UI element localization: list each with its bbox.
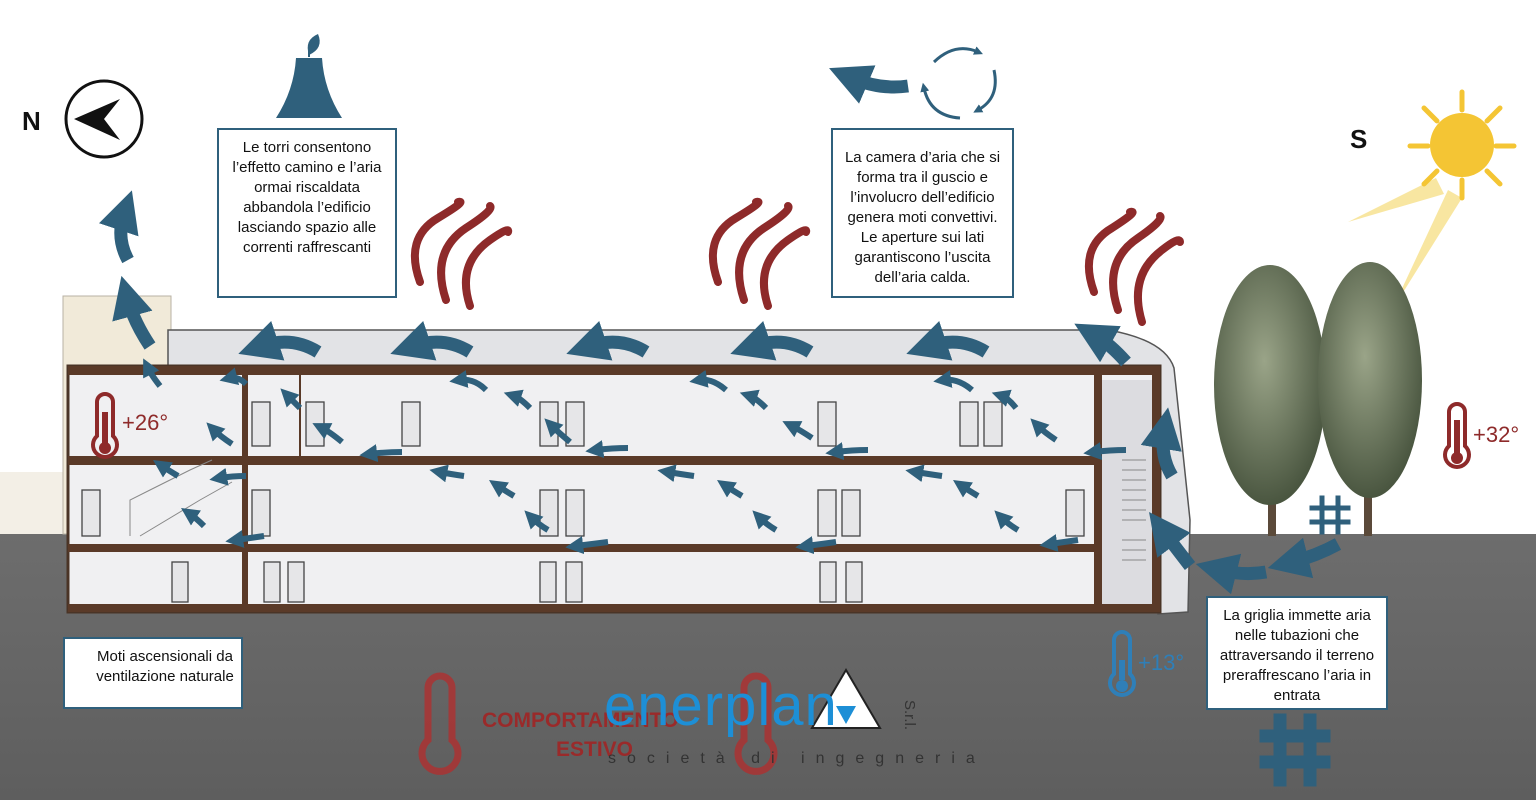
logo-wordmark: enerplan: [604, 673, 838, 738]
heat-wave-icon: [410, 197, 1184, 326]
legend-caption: Moti ascensionali da ventilazione natura…: [63, 637, 243, 709]
cycle-arrows-icon: [920, 46, 997, 120]
thermometer-icon: [91, 392, 119, 459]
ground-temperature: +13°: [1138, 650, 1185, 675]
grille-caption: La griglia immette aria nelle tubazioni …: [1206, 596, 1388, 710]
south-label: S: [1350, 124, 1368, 154]
compass-icon: [64, 79, 144, 159]
outside-temperature: +32°: [1473, 422, 1520, 447]
logo-suffix: S.r.l.: [901, 700, 918, 731]
logo-triangle-icon: [810, 668, 882, 729]
towers-caption: Le torri consentono l’effetto camino e l…: [217, 128, 397, 298]
floor-slab-upper: [68, 456, 1100, 465]
north-label: N: [22, 106, 41, 136]
logo-tagline: società di ingegneria: [608, 750, 986, 767]
grille-hash-icon: [1259, 495, 1351, 787]
title-line1: COMPORTAMENTO: [482, 709, 679, 732]
roof-slab: [68, 366, 1160, 375]
inside-temperature: +26°: [122, 410, 169, 435]
airflow-arrow-icon: [829, 65, 909, 104]
tree-icon: [1214, 262, 1422, 536]
air-chamber-caption: La camera d’aria che si forma tra il gus…: [831, 128, 1014, 298]
title-line2: ESTIVO: [556, 738, 634, 761]
thermometer-icon: [1443, 402, 1471, 469]
thermometer-icon: [1108, 630, 1136, 697]
sun-icon: [1348, 89, 1517, 310]
entrance-block: [0, 472, 64, 534]
chimney-tower-icon: [276, 34, 342, 118]
